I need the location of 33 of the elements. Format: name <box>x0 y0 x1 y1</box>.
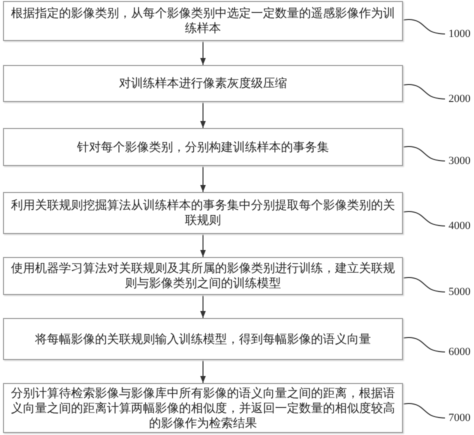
step-text: 根据指定的影像类别，从每个影像类别中选定一定数量的遥感影像作为训练样本 <box>10 6 396 36</box>
process-box <box>3 65 403 102</box>
arrow <box>200 102 206 128</box>
step-number: 4000 <box>448 220 470 232</box>
leader-line <box>402 337 446 352</box>
step-text: 使用机器学习算法对关联规则及其所属的影像类别进行训练，建立关联规则与影像类别之间的训练模型 <box>10 261 396 291</box>
process-box <box>3 318 403 360</box>
arrow <box>200 234 206 258</box>
step-number: 6000 <box>448 346 470 358</box>
arrow <box>200 40 206 66</box>
process-box <box>3 1 403 41</box>
leader-line <box>402 277 446 292</box>
step-number: 7000 <box>448 412 470 424</box>
arrow <box>200 360 206 384</box>
leader-line <box>402 146 446 162</box>
leader-line <box>402 84 446 100</box>
step-number: 1000 <box>448 28 470 40</box>
step-text: 针对每个影像类别，分别构建训练样本的事务集 <box>76 140 330 154</box>
step-text: 利用关联规则挖掘算法从训练样本的事务集中分别提取每个影像类别的关联规则 <box>10 198 396 228</box>
process-box <box>3 257 403 295</box>
arrow <box>200 294 206 318</box>
leader-line <box>402 211 446 226</box>
step-text: 分别计算待检索影像与影像库中所有影像的语义向量之间的距离，根据语义向量之间的距离计算两幅影像的相似度，并返回一定数量的相似度较高的影像作为检索结果 <box>10 386 396 430</box>
step-number: 2000 <box>448 93 470 105</box>
leader-line <box>402 403 446 418</box>
step-text: 对训练样本进行像素灰度级压缩 <box>118 76 288 91</box>
arrow <box>200 166 206 192</box>
step-number: 5000 <box>448 286 470 298</box>
step-number: 3000 <box>448 155 470 167</box>
process-box <box>3 192 403 234</box>
process-box <box>3 128 403 166</box>
step-text: 将每幅影像的关联规则输入训练模型，得到每幅影像的语义向量 <box>34 332 372 346</box>
leader-line <box>402 19 446 34</box>
